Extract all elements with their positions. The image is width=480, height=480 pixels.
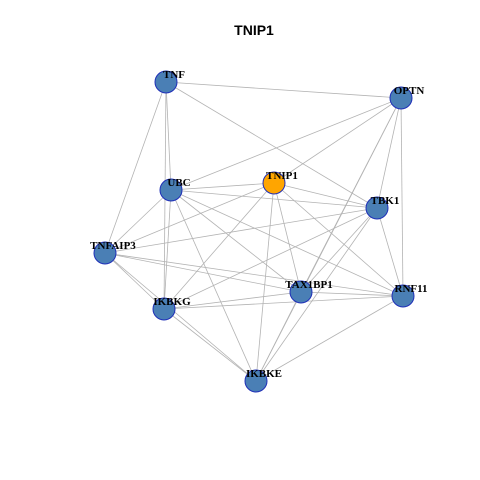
node-tnip1: TNIP1 (262, 170, 298, 195)
node-ikbkg: IKBKG (152, 296, 191, 321)
node-label-tax1bp1: TAX1BP1 (285, 279, 332, 291)
edge-tnfaip3-ikbke (104, 252, 257, 382)
node-tnf: TNF (154, 69, 185, 94)
node-optn: OPTN (389, 85, 425, 110)
edge-tbk1-tax1bp1 (300, 207, 378, 293)
edge-tnf-tnfaip3 (104, 81, 167, 254)
edge-tbk1-ikbke (255, 207, 378, 382)
edge-ubc-tnip1 (170, 182, 275, 191)
edge-tnfaip3-rnf11 (104, 252, 404, 297)
edge-tnip1-tax1bp1 (273, 182, 302, 293)
edge-tnip1-tbk1 (273, 182, 378, 209)
node-tbk1: TBK1 (365, 195, 400, 220)
edge-tbk1-rnf11 (376, 207, 404, 297)
node-tax1bp1: TAX1BP1 (285, 279, 333, 304)
edge-optn-tbk1 (376, 97, 402, 209)
node-label-ikbkg: IKBKG (153, 296, 191, 308)
node-label-tbk1: TBK1 (371, 195, 400, 207)
edge-ubc-tbk1 (170, 189, 378, 209)
node-circle-tbk1 (365, 196, 389, 220)
edge-tax1bp1-ikbke (255, 291, 302, 382)
edge-ikbkg-ikbke (163, 308, 257, 382)
node-circle-tnip1 (262, 171, 286, 195)
edge-optn-tnip1 (273, 97, 402, 184)
edge-tbk1-tnfaip3 (104, 207, 378, 254)
node-circle-tax1bp1 (289, 280, 313, 304)
edge-optn-ubc (170, 97, 402, 191)
node-circle-optn (389, 86, 413, 110)
edge-tnip1-rnf11 (273, 182, 404, 297)
edge-tax1bp1-rnf11 (300, 291, 404, 297)
edge-tbk1-ikbkg (163, 207, 378, 310)
node-circle-tnfaip3 (93, 241, 117, 265)
edge-group (104, 81, 404, 382)
node-label-tnf: TNF (163, 69, 185, 81)
node-circle-ikbkg (152, 297, 176, 321)
node-ikbke: IKBKE (244, 368, 282, 393)
node-label-ikbke: IKBKE (246, 368, 282, 380)
edge-tnf-tbk1 (165, 81, 378, 209)
node-label-ubc: UBC (167, 177, 190, 189)
node-circle-rnf11 (391, 284, 415, 308)
edge-tnfaip3-ikbkg (104, 252, 165, 310)
node-circle-tnf (154, 70, 178, 94)
edge-tnfaip3-tax1bp1 (104, 252, 302, 293)
edge-ubc-tnfaip3 (104, 189, 172, 254)
edge-tnf-ubc (165, 81, 172, 191)
node-tnfaip3: TNFAIP3 (90, 240, 136, 265)
edge-tnip1-ikbke (255, 182, 275, 382)
edge-rnf11-ikbke (255, 295, 404, 382)
node-label-tnfaip3: TNFAIP3 (90, 240, 136, 252)
node-rnf11: RNF11 (391, 283, 428, 308)
edge-optn-rnf11 (400, 97, 404, 297)
node-label-optn: OPTN (394, 85, 425, 97)
diagram-title: TNIP1 (234, 22, 274, 38)
edge-tnf-optn (165, 81, 402, 99)
node-label-rnf11: RNF11 (395, 283, 428, 295)
node-circle-ubc (159, 178, 183, 202)
node-ubc: UBC (159, 177, 191, 202)
edge-rnf11-ikbkg (163, 295, 404, 310)
edge-ubc-rnf11 (170, 189, 404, 297)
edge-ubc-ikbkg (163, 189, 172, 310)
node-label-tnip1: TNIP1 (266, 170, 298, 182)
node-circle-ikbke (244, 369, 268, 393)
edge-tnip1-ikbkg (163, 182, 275, 310)
edge-tax1bp1-ikbkg (163, 291, 302, 310)
edge-tnip1-tnfaip3 (104, 182, 275, 254)
edge-ubc-tax1bp1 (170, 189, 302, 293)
